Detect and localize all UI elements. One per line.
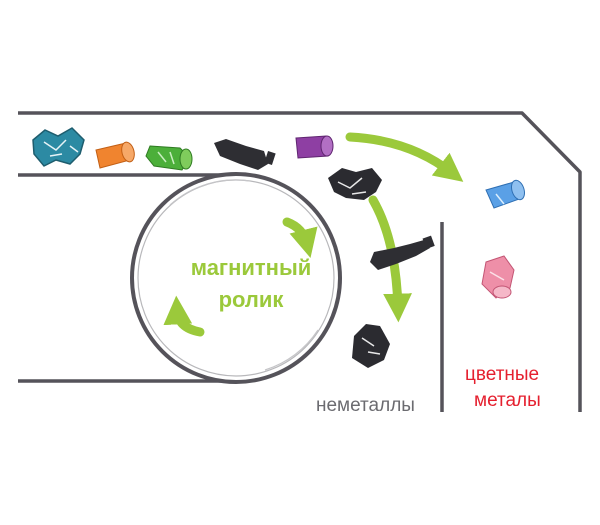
can-orange-icon — [95, 141, 135, 169]
can-blue-icon — [485, 179, 525, 209]
plastic-crumple-teal-icon — [32, 127, 85, 167]
rotation-arrow-bottom — [163, 295, 205, 337]
can-green-icon — [145, 145, 193, 171]
roller-label-line1: магнитный — [190, 255, 312, 280]
trajectory-arrow-nonmetals — [368, 195, 412, 323]
bottle-black-falling-icon — [370, 235, 435, 270]
conveyor-frame — [18, 111, 582, 412]
plastic-crumple-black-bottom-icon — [352, 324, 390, 368]
nonferrous-label-line2: металы — [474, 390, 541, 411]
can-pink-icon — [481, 255, 515, 299]
trajectory-arrow-nonferrous — [345, 132, 464, 182]
bottle-black-icon — [214, 139, 276, 170]
can-purple-icon — [295, 135, 334, 159]
rotation-arrow-top — [282, 217, 318, 258]
nonferrous-label-line1: цветные — [465, 364, 540, 385]
roller-label-line2: ролик — [218, 287, 284, 312]
nonmetals-label: неметаллы — [316, 395, 415, 416]
plastic-crumple-black-icon — [328, 168, 382, 200]
